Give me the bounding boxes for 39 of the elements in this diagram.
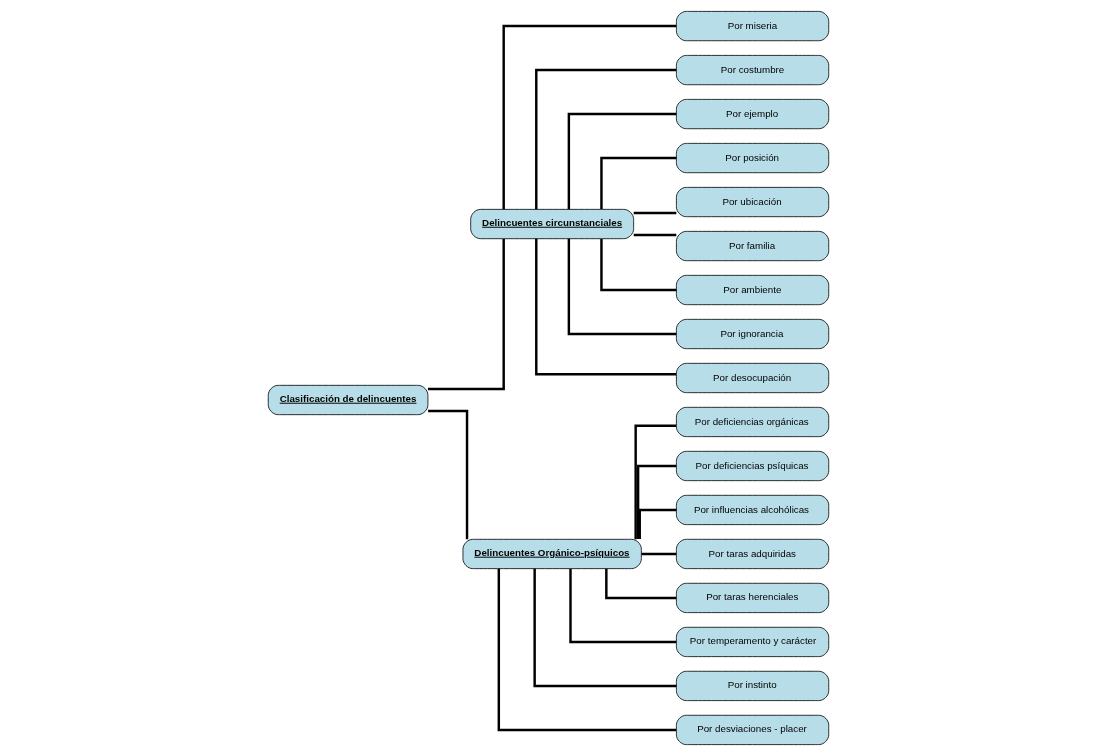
connector (532, 568, 676, 688)
connector (427, 409, 468, 540)
node-box: Delincuentes Orgánico-psíquicos (462, 538, 642, 570)
node-box: Por instinto (675, 670, 829, 701)
node-box: Por ubicación (675, 186, 829, 218)
node-box: Por miseria (675, 11, 829, 42)
connector (427, 238, 505, 391)
connector (636, 464, 676, 540)
node-box: Por deficiencias orgánicas (675, 406, 829, 438)
node-box: Por familia (675, 230, 829, 262)
node-box: Por ambiente (675, 274, 829, 306)
node-box: Por costumbre (675, 55, 829, 86)
node-box: Por posición (675, 142, 829, 174)
node-box: Por taras herenciales (675, 582, 829, 614)
node-box: Por ignorancia (675, 318, 829, 350)
connector (599, 239, 676, 292)
node-box: Por desocupación (675, 362, 829, 394)
connector (568, 568, 676, 644)
node-box: Por influencias alcohólicas (675, 494, 829, 526)
connector (501, 24, 676, 210)
connector (638, 508, 676, 540)
connector (567, 112, 676, 210)
connector (599, 156, 676, 210)
connector (633, 211, 676, 215)
node-box: Por ejemplo (675, 99, 829, 130)
node-box: Delincuentes circunstanciales (469, 208, 634, 240)
connector (604, 568, 676, 600)
node-box: Por desviaciones - placer (675, 714, 829, 745)
connector (534, 68, 676, 210)
connector (534, 238, 676, 376)
connector (567, 238, 676, 336)
node-box: Por deficiencias psíquicas (675, 450, 829, 482)
node-box: Por temperamento y carácter (675, 626, 829, 657)
connector (633, 233, 676, 237)
node-box: Por taras adquiridas (675, 538, 829, 570)
connector (633, 424, 676, 540)
connector (641, 552, 676, 556)
node-box: Clasificación de delincuentes (267, 384, 428, 416)
connector (497, 568, 676, 732)
